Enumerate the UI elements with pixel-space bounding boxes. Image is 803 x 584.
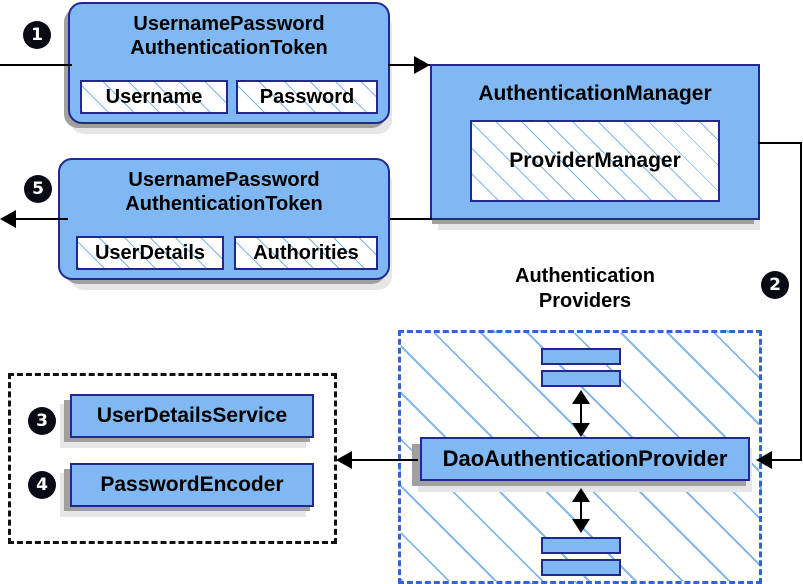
request-token-title-line2: AuthenticationToken	[130, 37, 328, 59]
user-details-service-box[interactable]: UserDetailsService	[70, 394, 314, 438]
request-token-title-line1: UsernamePassword	[133, 13, 325, 35]
request-token-box[interactable]: UsernamePassword AuthenticationToken	[68, 2, 390, 124]
token-to-manager-line	[388, 64, 430, 66]
dao-provider-box[interactable]: DaoAuthenticationProvider	[420, 437, 750, 481]
incoming-request-line	[0, 64, 72, 66]
dao-to-services-line	[352, 459, 418, 461]
result-token-authorities-field[interactable]: Authorities	[234, 236, 378, 270]
password-encoder-box[interactable]: PasswordEncoder	[70, 463, 314, 507]
step-badge-3: 3	[29, 408, 55, 434]
result-token-outgoing-line	[16, 218, 68, 220]
request-token-title: UsernamePassword AuthenticationToken	[70, 12, 388, 60]
manager-to-dao-arrow-icon	[756, 451, 772, 469]
authentication-providers-title-line2: Providers	[538, 290, 632, 312]
dao-to-top-providers-line	[580, 394, 582, 430]
provider-bar-bottom-1[interactable]	[541, 537, 621, 554]
request-token-password-field[interactable]: Password	[236, 80, 378, 114]
manager-to-result-token-line	[390, 218, 432, 220]
dao-to-top-providers-arrow-down-icon	[572, 423, 590, 437]
step-badge-2: 2	[762, 272, 788, 298]
result-token-title: UsernamePassword AuthenticationToken	[60, 168, 388, 216]
token-to-manager-arrow-icon	[414, 56, 430, 74]
result-token-title-line1: UsernamePassword	[128, 169, 320, 191]
provider-bar-top-2[interactable]	[541, 370, 621, 387]
result-token-title-line2: AuthenticationToken	[125, 193, 323, 215]
dao-provider-label: DaoAuthenticationProvider	[442, 446, 728, 471]
result-token-userdetails-label: UserDetails	[94, 241, 206, 264]
user-details-service-label: UserDetailsService	[96, 404, 288, 427]
provider-bar-bottom-2[interactable]	[541, 559, 621, 576]
dao-to-bottom-providers-arrow-up-icon	[572, 488, 590, 502]
provider-manager-box[interactable]: ProviderManager	[470, 120, 720, 202]
authentication-manager-title: AuthenticationManager	[478, 82, 712, 105]
request-token-username-field[interactable]: Username	[80, 80, 228, 114]
result-token-authorities-label: Authorities	[253, 241, 359, 264]
manager-to-providers-line-v	[800, 142, 802, 460]
manager-to-providers-line-h-top	[758, 142, 802, 144]
step-badge-1: 1	[24, 22, 50, 48]
authentication-providers-title-line1: Authentication	[515, 265, 655, 287]
result-token-outgoing-arrow-icon	[0, 210, 16, 228]
dao-to-bottom-providers-line	[580, 492, 582, 526]
request-token-username-label: Username	[105, 85, 203, 108]
authentication-providers-title: Authentication Providers	[460, 264, 710, 314]
password-encoder-label: PasswordEncoder	[100, 473, 284, 496]
step-badge-5: 5	[25, 176, 51, 202]
request-token-password-label: Password	[259, 85, 355, 108]
dao-to-top-providers-arrow-up-icon	[572, 390, 590, 404]
dao-to-bottom-providers-arrow-down-icon	[572, 519, 590, 533]
dao-to-services-arrow-icon	[336, 451, 352, 469]
manager-to-providers-line-h-bottom	[762, 459, 802, 461]
result-token-userdetails-field[interactable]: UserDetails	[76, 236, 224, 270]
step-badge-4: 4	[29, 472, 55, 498]
provider-bar-top-1[interactable]	[541, 348, 621, 365]
provider-manager-label: ProviderManager	[509, 149, 681, 172]
